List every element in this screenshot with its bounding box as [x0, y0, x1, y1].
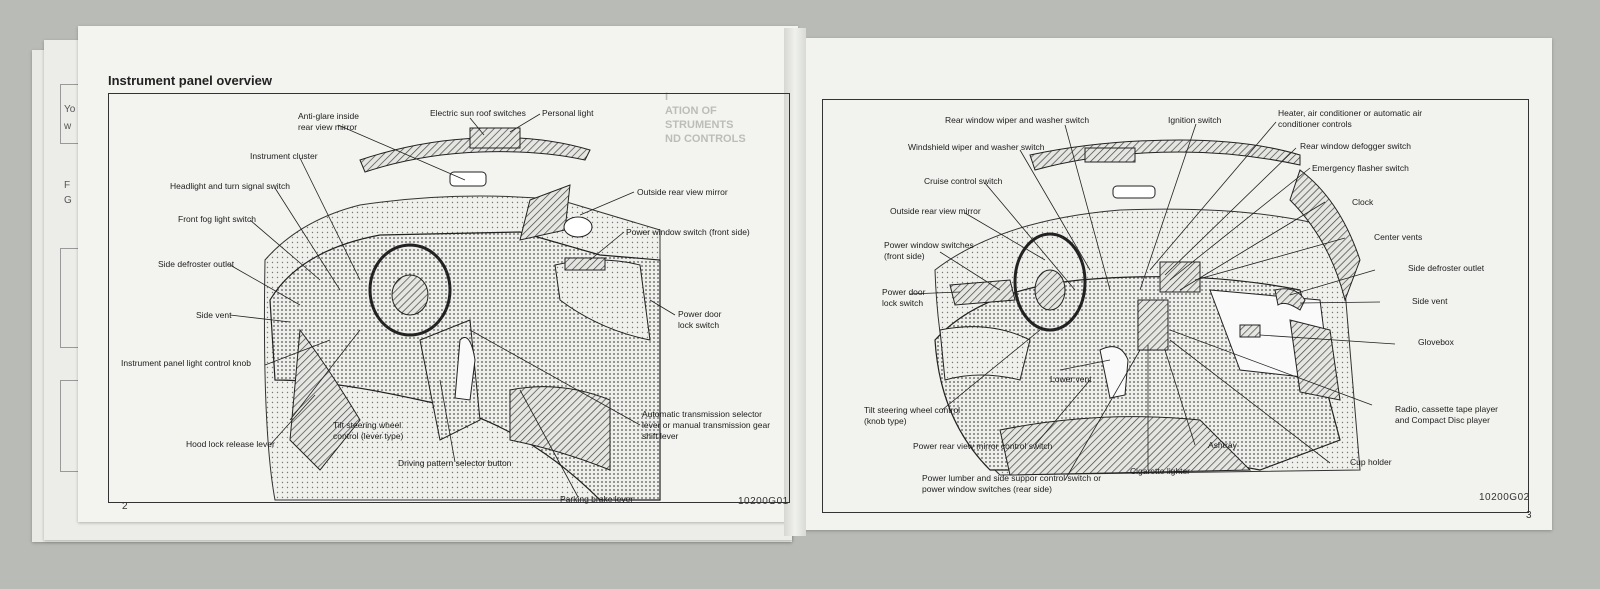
figure-code-left: 10200G01: [738, 496, 789, 507]
label-cup-holder: Cup holder: [1350, 457, 1392, 467]
label-cruise-control: Cruise control switch: [924, 176, 1003, 186]
label-driving-pattern-button: Driving pattern selector button: [398, 458, 512, 468]
edge-fragment: F: [64, 180, 71, 191]
label-lumbar-control-switch: Power lumber and side suppor control swi…: [922, 473, 1102, 494]
label-heater-controls: Heater, air conditioner or automatic air…: [1278, 108, 1423, 129]
label-rear-wiper-switch: Rear window wiper and washer switch: [945, 115, 1090, 125]
label-radio-cassette-cd: Radio, cassette tape player and Compact …: [1395, 404, 1499, 425]
label-side-defroster-right: Side defroster outlet: [1408, 263, 1485, 273]
label-lower-vent: Lower vent: [1050, 374, 1092, 384]
label-power-window-switch: Power window switch (front side): [626, 227, 750, 237]
label-front-fog-switch: Front fog light switch: [178, 214, 256, 224]
label-sun-roof-switches: Electric sun roof switches: [430, 108, 526, 118]
label-power-door-lock-right: Power door lock switch: [882, 287, 926, 308]
label-side-vent: Side vent: [196, 310, 232, 320]
right-car-interior: [934, 139, 1361, 476]
edge-fragment: w: [64, 121, 72, 132]
label-ignition-switch: Ignition switch: [1168, 115, 1222, 125]
figure-frame-left: [108, 93, 790, 503]
label-rear-defogger-switch: Rear window defogger switch: [1300, 141, 1412, 151]
page-title: Instrument panel overview: [108, 73, 272, 88]
label-tilt-steering-lever: Tilt steering wheel control (lever type): [333, 420, 404, 441]
label-transmission-lever: Automatic transmission selector lever or…: [642, 409, 771, 441]
label-power-door-lock: Power door lock switch: [678, 309, 722, 330]
left-leader-lines: [229, 113, 676, 498]
label-mirror-control-switch: Power rear view mirror control switch: [913, 441, 1053, 451]
figure-code-right: 10200G02: [1479, 492, 1530, 503]
label-windshield-wiper-switch: Windshield wiper and washer switch: [908, 142, 1045, 152]
label-emergency-flasher: Emergency flasher switch: [1312, 163, 1409, 173]
figure-frame-right: [822, 99, 1529, 513]
label-side-vent-right: Side vent: [1412, 296, 1448, 306]
label-clock: Clock: [1352, 197, 1374, 207]
page-number-left: 2: [122, 501, 128, 512]
label-outside-mirror: Outside rear view mirror: [637, 187, 728, 197]
right-leader-lines: [909, 121, 1396, 481]
label-glovebox: Glovebox: [1418, 337, 1454, 347]
edge-fragment: Yo: [64, 104, 76, 115]
label-ashtray: Ashtray: [1208, 440, 1237, 450]
label-power-window-switches: Power window switches (front side): [884, 240, 974, 261]
label-personal-light: Personal light: [542, 108, 594, 118]
left-car-interior: [263, 127, 661, 501]
label-outside-mirror-right: Outside rear view mirror: [890, 206, 981, 216]
label-headlight-switch: Headlight and turn signal switch: [170, 181, 291, 191]
label-tilt-steering-knob: Tilt steering wheel control (knob type): [864, 405, 961, 426]
edge-fragment: G: [64, 195, 72, 206]
page-number-right: 3: [1526, 510, 1532, 521]
label-instrument-cluster: Instrument cluster: [250, 151, 318, 161]
label-hood-lock-lever: Hood lock release lever: [186, 439, 275, 449]
label-panel-light-knob: Instrument panel light control knob: [121, 358, 251, 368]
label-side-defroster: Side defroster outlet: [158, 259, 235, 269]
label-cigarette-lighter: Cigarette lighter: [1130, 466, 1191, 476]
label-anti-glare-mirror: Anti-glare inside rear view mirror: [298, 111, 359, 132]
label-parking-brake: Parking brake lever: [560, 494, 634, 504]
label-center-vents: Center vents: [1374, 232, 1423, 242]
